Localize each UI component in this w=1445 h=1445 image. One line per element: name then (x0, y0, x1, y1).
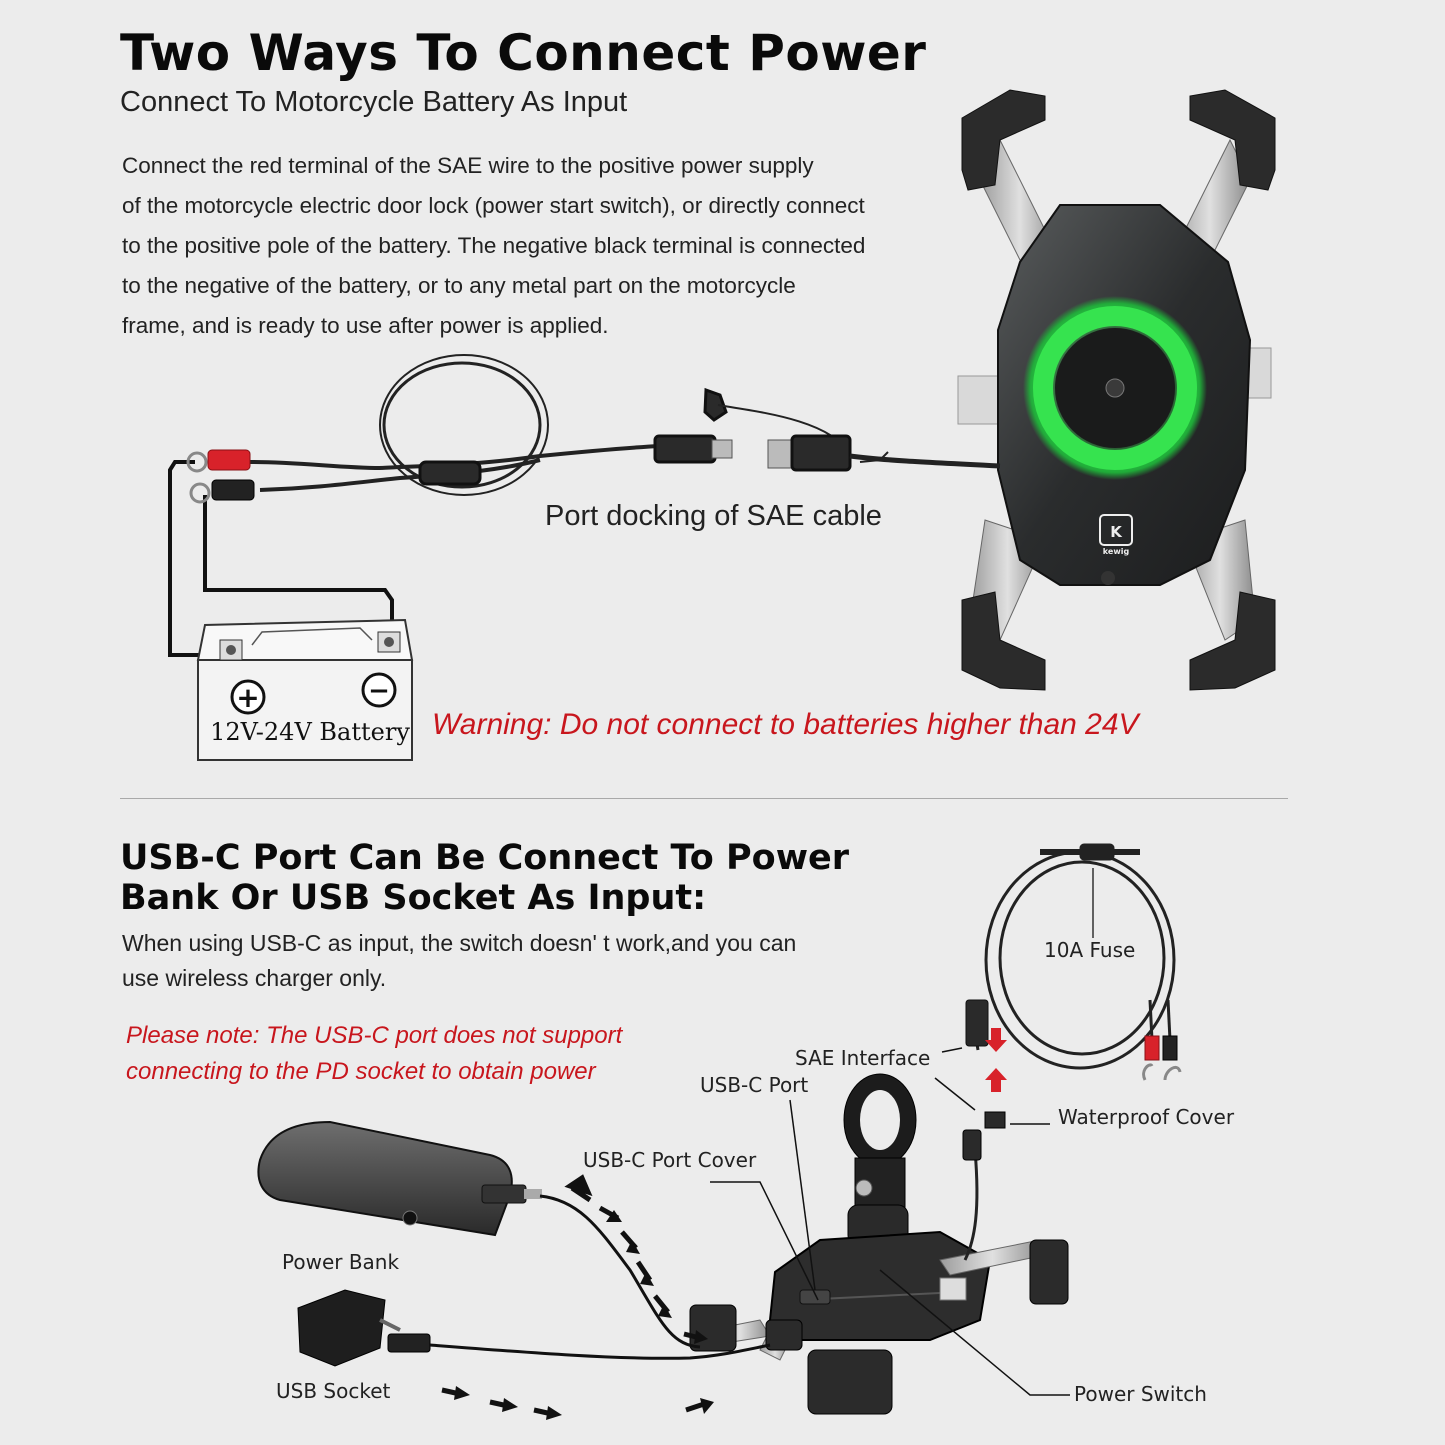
paragraph-line: frame, and is ready to use after power i… (122, 313, 609, 338)
paragraph-line: to the negative of the battery, or to an… (122, 273, 796, 298)
sae-cable-label: Port docking of SAE cable (545, 500, 882, 532)
red-arrows (985, 1028, 1007, 1092)
svg-text:K: K (1110, 523, 1123, 541)
power-bank-illustration (257, 1120, 701, 1349)
leader-lines (710, 1047, 1070, 1396)
battery-label: 12V-24V Battery (210, 718, 410, 746)
pd-socket-note: Please note: The USB-C port does not sup… (126, 1018, 622, 1090)
title-line: USB-C Port Can Be Connect To Power (120, 838, 850, 878)
sae-interface-label: SAE Interface (795, 1046, 931, 1070)
usbc-port-cover-label: USB-C Port Cover (583, 1148, 757, 1172)
black-arrows (441, 1174, 714, 1420)
section-2-title: USB-C Port Can Be Connect To Power Bank … (120, 838, 849, 918)
battery-diagram: + − 12V-24V Battery (168, 449, 414, 761)
section-1-title: Two Ways To Connect Power (120, 24, 927, 82)
paragraph-line: to the positive pole of the battery. The… (122, 233, 866, 258)
fuse-label: 10A Fuse (1044, 938, 1136, 962)
handlebar-mount (689, 1073, 1069, 1415)
usb-socket-label: USB Socket (276, 1379, 391, 1403)
title-line: Bank Or USB Socket As Input: (120, 878, 707, 918)
note-line: Please note: The USB-C port does not sup… (126, 1022, 623, 1049)
section-1-paragraph: Connect the red terminal of the SAE wire… (122, 146, 992, 346)
usbc-port-label: USB-C Port (700, 1073, 809, 1097)
section-divider (120, 798, 1288, 799)
paragraph-line: Connect the red terminal of the SAE wire… (122, 153, 814, 178)
battery-positive-symbol: + (236, 681, 259, 714)
sae-cable-diagram (249, 354, 1001, 496)
brand-logo-text: kewig (1103, 547, 1130, 556)
paragraph-line: use wireless charger only. (122, 965, 387, 991)
note-line: connecting to the PD socket to obtain po… (126, 1058, 596, 1085)
section-2-paragraph: When using USB-C as input, the switch do… (122, 926, 796, 996)
waterproof-cover-label: Waterproof Cover (1058, 1105, 1235, 1129)
voltage-warning: Warning: Do not connect to batteries hig… (432, 708, 1139, 741)
phone-holder-top: K kewig (957, 89, 1276, 691)
power-bank-label: Power Bank (282, 1250, 400, 1274)
section-1-subtitle: Connect To Motorcycle Battery As Input (120, 86, 628, 118)
usb-socket-illustration (297, 1289, 771, 1367)
paragraph-line: When using USB-C as input, the switch do… (122, 930, 797, 956)
battery-negative-symbol: − (368, 676, 390, 706)
fuse-cable-diagram (965, 843, 1182, 1081)
paragraph-line: of the motorcycle electric door lock (po… (122, 193, 865, 218)
power-switch-label: Power Switch (1074, 1382, 1207, 1406)
